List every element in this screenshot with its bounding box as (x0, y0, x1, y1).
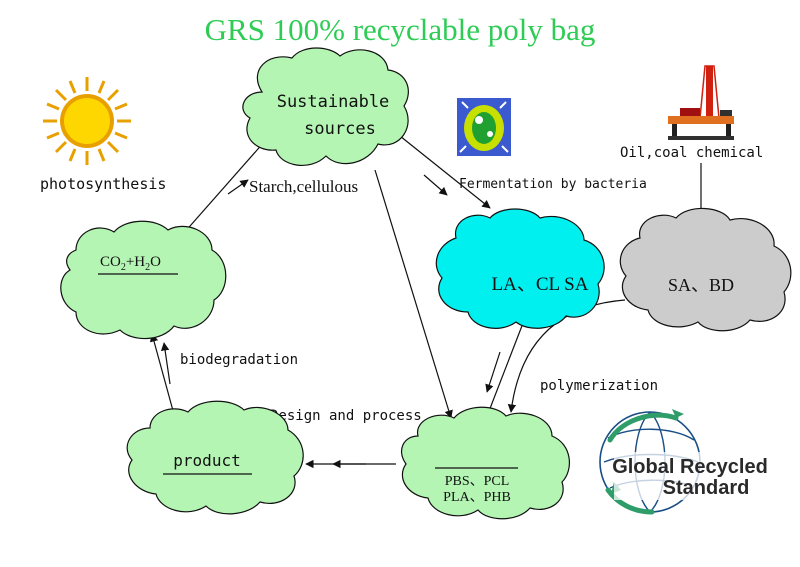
polymers-cloud (401, 406, 570, 520)
arrow-fermentation-accent (423, 174, 448, 196)
sources-label-line1: Sustainable (277, 92, 390, 112)
co2-h2o-label: CO2+H2O (98, 254, 178, 275)
arrow-la-accent (485, 351, 501, 393)
co2-h2o-cloud (60, 220, 227, 340)
oil-rig-icon (668, 65, 734, 140)
product-label: product (173, 451, 240, 470)
grs-logo-line2: Standard (663, 477, 750, 499)
arrow-sa-to-polymers (507, 299, 626, 413)
arrow-starch-accent (227, 179, 249, 195)
polymers-label-line2: PLA、PHB (443, 490, 511, 505)
fermentation-label: Fermentation by bacteria (459, 177, 647, 192)
arrow-sources-to-polymers (374, 169, 453, 419)
product-cloud (126, 400, 304, 515)
sun-icon (43, 77, 131, 165)
polymers-label-line1: PBS、PCL (445, 474, 510, 489)
polymerization-label: polymerization (540, 378, 658, 394)
la-cl-sa-cloud (435, 208, 605, 329)
arrow-biodegradation-accent (160, 342, 171, 385)
arrow-sources-to-la (399, 135, 491, 209)
biodegradation-label: biodegradation (180, 352, 298, 368)
design-label: Design and process (270, 408, 422, 424)
sa-bd-label: SA、BD (668, 275, 734, 295)
arrow-co2-to-sources (182, 140, 266, 235)
sustainable-sources-cloud (242, 47, 409, 166)
starch-label: Starch,cellulous (249, 177, 358, 196)
arrow-la-to-polymers (483, 317, 526, 425)
photosynthesis-label: photosynthesis (40, 175, 166, 193)
la-cl-sa-label: LA、CL SA (492, 274, 589, 295)
svg-text:CO2+H2O: CO2+H2O (100, 254, 161, 273)
sources-label-line2: sources (304, 119, 376, 139)
grs-logo-line1: Global Recycled (612, 456, 768, 478)
oil-label: Oil,coal chemical (620, 145, 763, 161)
page-title: GRS 100% recyclable poly bag (205, 12, 596, 47)
arrow-product-to-co2 (149, 333, 176, 419)
sa-bd-cloud (619, 207, 792, 332)
bacteria-icon (457, 98, 511, 156)
flow-arrows (149, 135, 706, 469)
grs-logo-backing (614, 452, 764, 500)
